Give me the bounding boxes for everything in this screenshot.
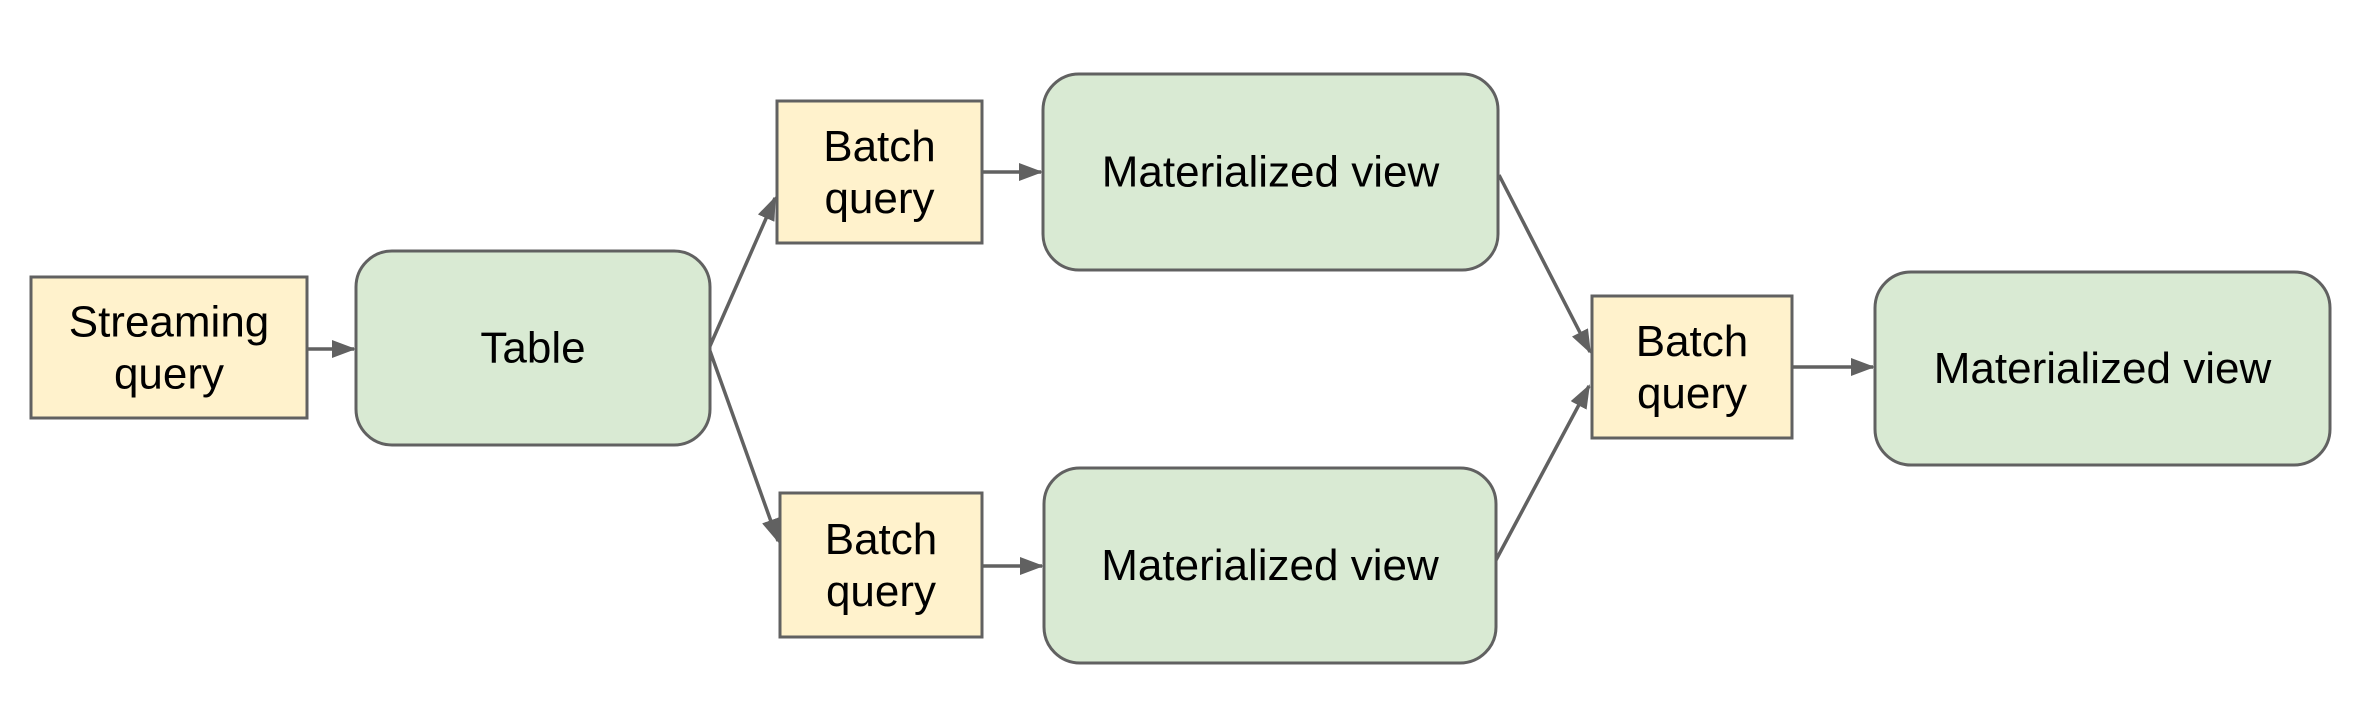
edge-mv-bottom-to-batch-right xyxy=(1494,384,1591,561)
node-table-label: Table xyxy=(480,324,585,373)
node-batch-query-bottom-shape xyxy=(778,491,984,639)
node-table: Table xyxy=(354,249,712,447)
edge-table-to-batch-top xyxy=(708,196,777,347)
node-table-shape xyxy=(354,249,712,447)
node-materialized-view-bottom: Materialized view xyxy=(1042,466,1498,665)
node-batch-query-top-shape xyxy=(775,99,984,245)
edge-table-to-batch-bottom xyxy=(708,350,780,543)
node-materialized-view-top: Materialized view xyxy=(1041,72,1500,272)
node-batch-query-right-shape xyxy=(1590,294,1794,440)
node-materialized-view-final: Materialized view xyxy=(1873,270,2332,467)
node-materialized-view-bottom-shape xyxy=(1042,466,1498,665)
node-streaming-query-shape xyxy=(29,275,309,420)
node-materialized-view-final-label: Materialized view xyxy=(1934,344,2272,393)
node-materialized-view-top-shape xyxy=(1041,72,1500,272)
node-materialized-view-final-shape xyxy=(1873,270,2332,467)
node-materialized-view-top-label: Materialized view xyxy=(1102,148,1440,197)
edge-mv-top-to-batch-right xyxy=(1497,174,1592,354)
node-materialized-view-bottom-label: Materialized view xyxy=(1101,541,1439,590)
